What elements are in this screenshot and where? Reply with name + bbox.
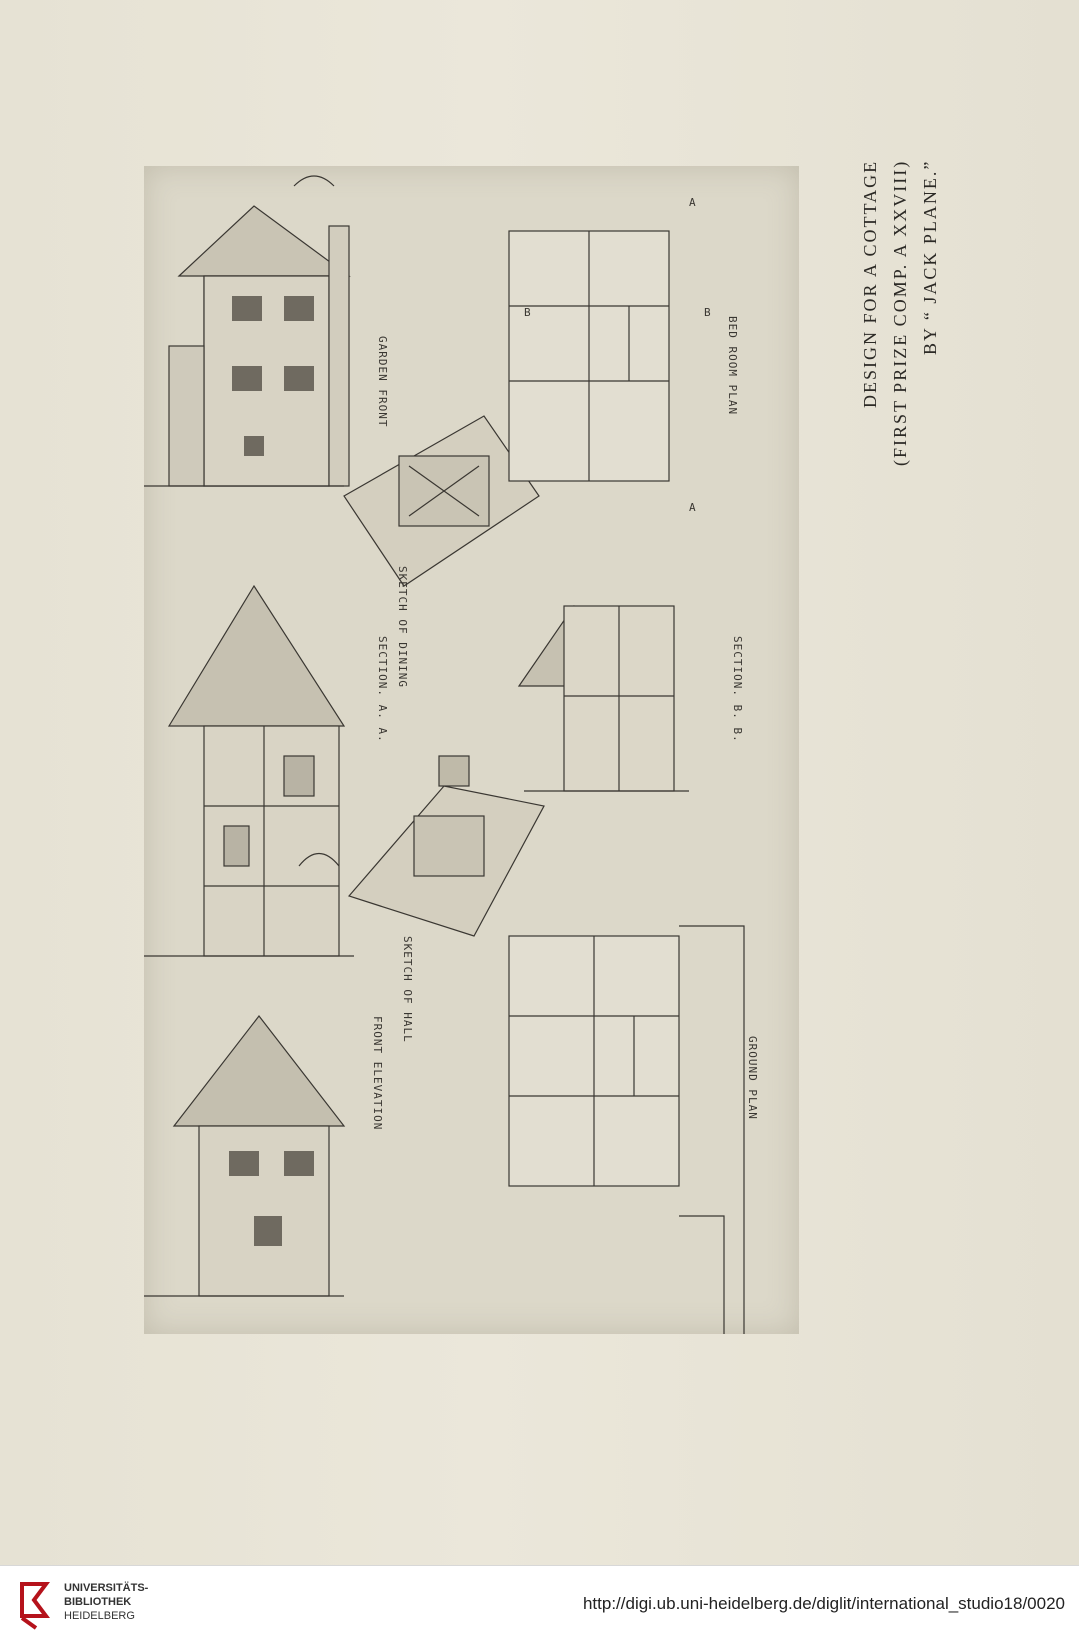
bed-room-plan-drawing [508, 230, 670, 482]
label-sketch-hall: SKETCH OF HALL [401, 936, 414, 1043]
plate-caption: DESIGN FOR A COTTAGE (FIRST PRIZE COMP. … [860, 160, 990, 500]
marker-a-top: A [689, 196, 697, 209]
architectural-plate: GARDEN FRONT SECTION. A. A. SKETCH OF DI… [144, 166, 799, 1334]
caption-line-1: DESIGN FOR A COTTAGE [860, 160, 880, 409]
section-aa-drawing [144, 584, 354, 957]
scanned-page: GARDEN FRONT SECTION. A. A. SKETCH OF DI… [0, 0, 1079, 1565]
marker-a-bottom: A [689, 501, 697, 514]
caption-line-2: (FIRST PRIZE COMP. A XXVIII) [890, 160, 910, 467]
library-name-line-3: HEIDELBERG [64, 1610, 135, 1622]
caption-line-3: BY “ JACK PLANE.” [920, 160, 940, 356]
garden-front-elevation [144, 175, 351, 487]
library-name-line-2: BIBLIOTHEK [64, 1596, 132, 1608]
sketch-dining-drawing [343, 415, 540, 587]
library-footer: UNIVERSITÄTS- BIBLIOTHEK HEIDELBERG http… [0, 1565, 1079, 1644]
ground-plan-drawing [508, 925, 745, 1334]
library-logo-icon [20, 1582, 50, 1630]
sketch-hall-drawing [347, 755, 545, 937]
marker-b-left: B [524, 306, 532, 319]
label-bed-room-plan: BED ROOM PLAN [726, 316, 739, 415]
label-ground-plan: GROUND PLAN [746, 1036, 759, 1120]
marker-b-right: B [704, 306, 712, 319]
library-name-line-1: UNIVERSITÄTS- [64, 1582, 149, 1594]
plate-drawings: GARDEN FRONT SECTION. A. A. SKETCH OF DI… [144, 175, 759, 1334]
source-url-link[interactable]: http://digi.ub.uni-heidelberg.de/diglit/… [582, 1594, 1065, 1613]
section-bb-drawing [517, 604, 689, 792]
label-garden-front: GARDEN FRONT [376, 336, 389, 427]
label-sketch-dining: SKETCH OF DINING [396, 566, 409, 688]
front-elevation-drawing [144, 852, 346, 1297]
label-front-elevation: FRONT ELEVATION [371, 1016, 384, 1130]
label-section-bb: SECTION. B. B. [731, 636, 744, 743]
label-section-aa: SECTION. A. A. [376, 636, 389, 743]
library-name: UNIVERSITÄTS- BIBLIOTHEK HEIDELBERG [64, 1581, 148, 1623]
